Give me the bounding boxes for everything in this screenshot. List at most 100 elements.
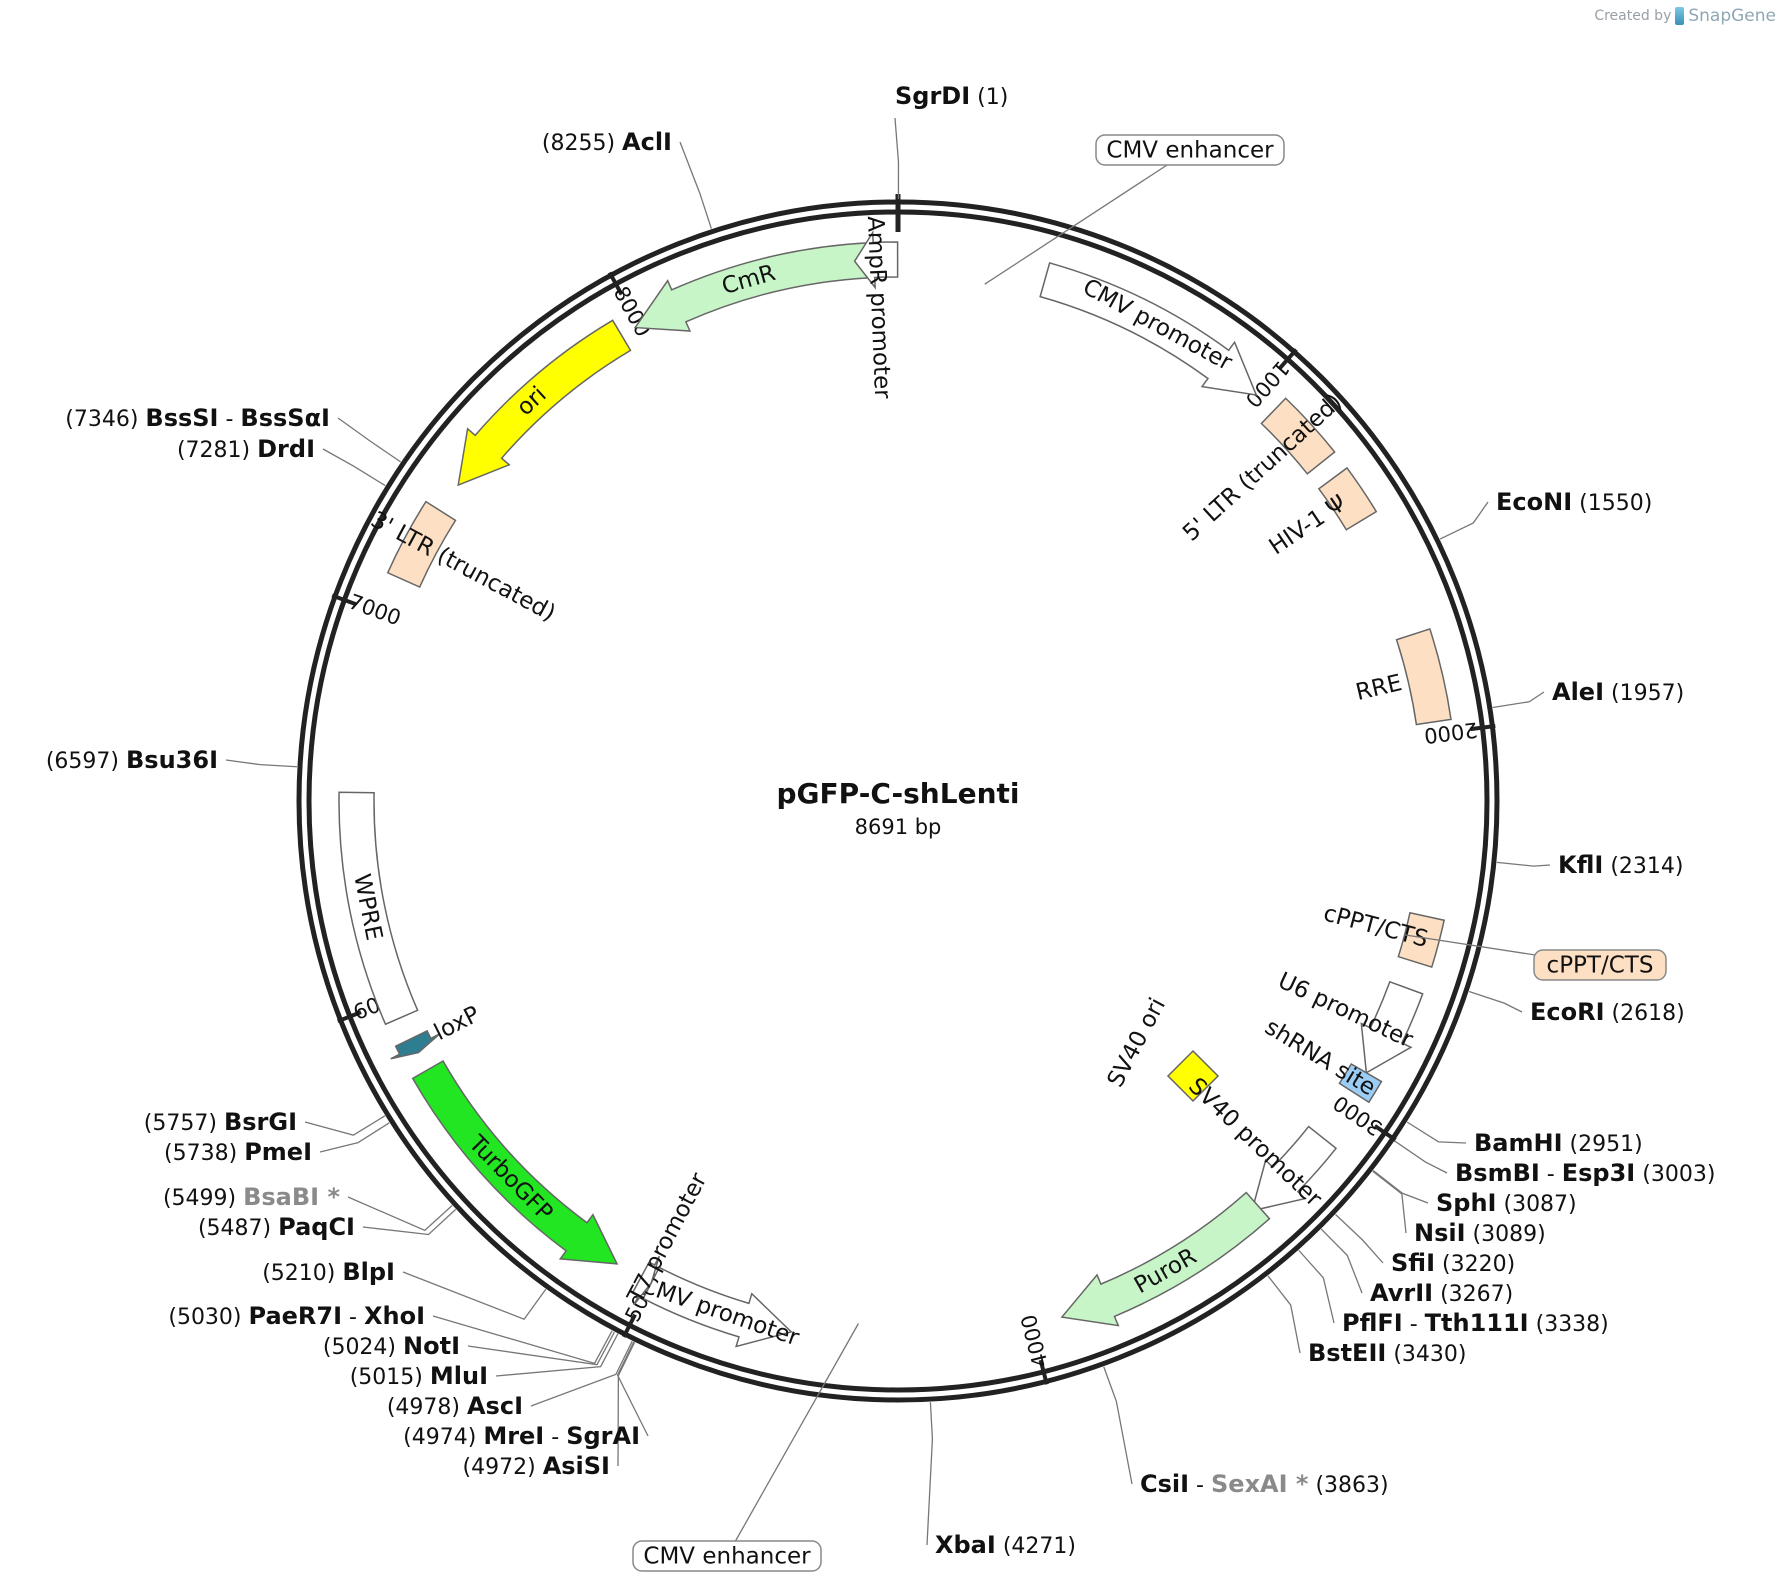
site-mrei-sgrai[interactable]: (4974) MreI - SgrAI xyxy=(403,1341,649,1450)
site-leader-line xyxy=(432,1315,613,1365)
site-name: MreI xyxy=(483,1422,544,1450)
site-label: (4974) MreI - SgrAI xyxy=(403,1422,640,1450)
site-position: (5499) xyxy=(163,1186,236,1211)
site-separator xyxy=(1308,1473,1315,1498)
site-acli[interactable]: (8255) AclI xyxy=(542,128,712,229)
site-asci[interactable]: (4978) AscI xyxy=(387,1340,633,1420)
feature-label: loxP xyxy=(430,1001,484,1046)
site-leader-line xyxy=(1492,691,1545,709)
site-position: (8255) xyxy=(542,131,615,156)
site-leader-line xyxy=(319,1122,390,1153)
site-bsrgi[interactable]: (5757) BsrGI xyxy=(144,1108,386,1136)
site-bsu36i[interactable]: (6597) Bsu36I xyxy=(46,746,298,774)
site-position: (7281) xyxy=(177,438,250,463)
site-label: EcoNI (1550) xyxy=(1496,488,1652,516)
site-bsmbi-esp3i[interactable]: BsmBI - Esp3I (3003) xyxy=(1394,1140,1716,1187)
tick-label: 4000 xyxy=(1016,1312,1052,1370)
tick-mark xyxy=(621,1313,637,1338)
site-bamhi[interactable]: BamHI (2951) xyxy=(1406,1121,1643,1157)
site-sphi[interactable]: SphI (3087) xyxy=(1372,1170,1577,1217)
site-kfli[interactable]: KflI (2314) xyxy=(1496,851,1684,879)
site-name: SexAI * xyxy=(1211,1470,1309,1498)
feature-wpre[interactable]: WPRE xyxy=(338,791,419,1026)
boxed-label-frame xyxy=(1533,949,1667,981)
feature-cmv-promoter-1[interactable]: CMV promoter xyxy=(1039,262,1258,396)
site-sgrdi[interactable]: SgrDI (1) xyxy=(894,82,1008,200)
site-paer7i-xhoi[interactable]: (5030) PaeR7I - XhoI xyxy=(168,1302,613,1365)
site-label: (7281) DrdI xyxy=(177,435,315,463)
site-mlui[interactable]: (5015) MluI xyxy=(350,1333,619,1390)
site-noti[interactable]: (5024) NotI xyxy=(323,1331,615,1366)
site-separator: - xyxy=(342,1305,364,1330)
tick-mark xyxy=(331,593,357,606)
site-separator xyxy=(250,438,257,463)
site-label: EcoRI (2618) xyxy=(1530,998,1685,1026)
site-pmei[interactable]: (5738) PmeI xyxy=(164,1122,390,1166)
site-separator: - xyxy=(218,407,240,432)
boxed-label-cmv-enhancer-bottom[interactable]: CMV enhancer xyxy=(632,1323,860,1572)
site-leader-line xyxy=(467,1331,615,1366)
site-bsssi-bsss-i[interactable]: (7346) BssSI - BssSαI xyxy=(65,404,401,463)
site-leader-line xyxy=(1496,861,1551,867)
site-name: PaeR7I xyxy=(249,1302,343,1330)
leader-line xyxy=(984,149,1191,285)
site-drdi[interactable]: (7281) DrdI xyxy=(177,435,386,487)
site-label: (7346) BssSI - BssSαI xyxy=(65,404,330,432)
feature-turbogfp[interactable]: TurboGFP xyxy=(411,1060,619,1265)
feature-ori[interactable]: ori xyxy=(457,319,632,487)
site-nsii[interactable]: NsiI (3089) xyxy=(1372,1170,1546,1247)
feature-shape xyxy=(1166,1049,1220,1103)
boxed-label-frame xyxy=(632,1540,822,1572)
feature-puror[interactable]: PuroR xyxy=(1060,1191,1271,1327)
tick-mark xyxy=(1470,724,1496,732)
site-separator xyxy=(237,1141,244,1166)
site-separator: - xyxy=(1189,1473,1211,1498)
site-separator xyxy=(1603,854,1610,879)
feature-hiv-psi[interactable]: HIV-1 Ψ xyxy=(1265,466,1378,560)
site-paqci[interactable]: (5487) PaqCI xyxy=(198,1208,457,1241)
site-position: (7346) xyxy=(65,407,138,432)
boxed-label-cppt-box[interactable]: cPPT/CTS xyxy=(1404,934,1667,981)
site-name: AsiSI xyxy=(543,1452,610,1480)
site-name: BstEII xyxy=(1308,1339,1386,1367)
site-ecori[interactable]: EcoRI (2618) xyxy=(1468,990,1685,1026)
feature-shape xyxy=(1395,628,1452,726)
credit-prefix: Created by xyxy=(1594,8,1672,24)
site-position: (3003) xyxy=(1642,1162,1715,1187)
site-separator xyxy=(242,1305,249,1330)
site-econi[interactable]: EcoNI (1550) xyxy=(1439,488,1652,540)
site-sfii[interactable]: SfiI (3220) xyxy=(1335,1213,1516,1277)
site-bsabi[interactable]: (5499) BsaBI * xyxy=(163,1183,453,1232)
boxed-label-cmv-enhancer-top[interactable]: CMV enhancer xyxy=(984,134,1285,285)
tick-mark xyxy=(1278,348,1298,370)
site-xbai[interactable]: XbaI (4271) xyxy=(926,1402,1076,1559)
site-separator xyxy=(423,1365,430,1390)
site-position: (3430) xyxy=(1393,1342,1466,1367)
site-label: NsiI (3089) xyxy=(1414,1219,1546,1247)
feature-cppt[interactable]: cPPT/CTS xyxy=(1321,900,1446,969)
feature-cmr[interactable]: CmR xyxy=(633,241,872,332)
site-bsteii[interactable]: BstEII (3430) xyxy=(1267,1275,1466,1367)
site-position: (4974) xyxy=(403,1425,476,1450)
site-label: SfiI (3220) xyxy=(1391,1249,1515,1277)
site-name: EcoRI xyxy=(1530,998,1605,1026)
site-csii-sexai[interactable]: CsiI - SexAI * (3863) xyxy=(1103,1366,1389,1498)
site-name: DrdI xyxy=(257,435,315,463)
site-avrii[interactable]: AvrII (3267) xyxy=(1320,1228,1513,1307)
feature-sv40-promoter[interactable]: SV40 promoter xyxy=(1183,1073,1338,1212)
site-leader-line xyxy=(894,117,900,200)
site-pflfi-tth111i[interactable]: PflFI - Tth111I (3338) xyxy=(1298,1249,1609,1337)
site-separator xyxy=(1635,1162,1642,1187)
site-alei[interactable]: AleI (1957) xyxy=(1492,678,1684,709)
site-leader-line xyxy=(1439,501,1489,540)
site-label: BamHI (2951) xyxy=(1474,1129,1643,1157)
site-position: (5024) xyxy=(323,1335,396,1360)
site-separator: - xyxy=(1540,1162,1562,1187)
site-name: Bsu36I xyxy=(126,746,218,774)
feature-shape xyxy=(386,500,457,589)
feature-rre[interactable]: RRE xyxy=(1353,628,1452,726)
site-position: (3267) xyxy=(1440,1282,1513,1307)
site-blpi[interactable]: (5210) BlpI xyxy=(262,1258,547,1320)
site-leader-line xyxy=(347,1196,453,1232)
